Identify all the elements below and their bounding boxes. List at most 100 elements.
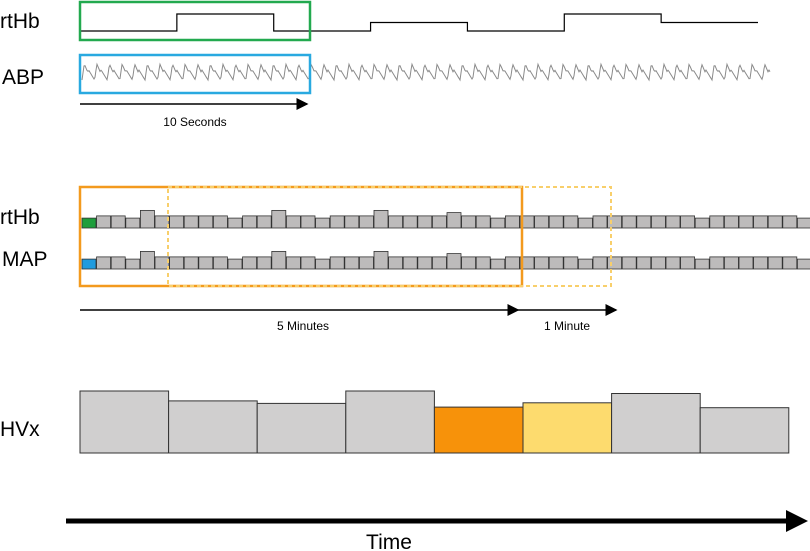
map-bar (490, 258, 506, 270)
rthb-bar (504, 215, 520, 229)
hvx-label: HVx (0, 418, 40, 441)
rthb-bar (300, 215, 316, 229)
rthb-bar (519, 215, 535, 229)
map-bar (621, 256, 637, 270)
map-bar (738, 256, 754, 270)
map-bar (446, 253, 462, 270)
ten-seconds-label: 10 Seconds (163, 115, 226, 129)
rthb-bar (169, 215, 185, 229)
rthb-bar (767, 215, 783, 229)
rthb-bar (782, 215, 798, 229)
rthb-bar (607, 215, 622, 229)
rthb-step-trace (80, 13, 758, 32)
map-bar (651, 256, 666, 270)
map-bar (563, 256, 579, 270)
map-bar (636, 256, 652, 270)
map-bar (592, 256, 608, 270)
rthb-bar (431, 215, 447, 229)
hvx-bar (522, 402, 613, 454)
map-bar (169, 256, 185, 270)
rthb-bar (125, 217, 141, 229)
map-bar (724, 256, 739, 270)
time-label: Time (366, 531, 412, 551)
rthb-bar (358, 215, 374, 229)
rthb-bar (256, 215, 272, 229)
map-bar (139, 250, 155, 270)
rthb-bar (592, 215, 608, 229)
rthb-bars (81, 209, 810, 229)
rthb-bar (271, 209, 287, 229)
rthb-bar (446, 212, 462, 229)
rthb-bar (402, 215, 418, 229)
one-minute-label: 1 Minute (544, 319, 590, 333)
map-bar (534, 256, 549, 270)
map-bar (227, 258, 243, 270)
hvx-bar (79, 390, 170, 454)
rthb-bar (139, 209, 155, 229)
map-bar (753, 256, 768, 270)
map-bar (402, 256, 418, 270)
hvx-bar (699, 407, 790, 454)
rthb-bar (475, 215, 491, 229)
rthb-bar (548, 215, 564, 229)
map-bar (154, 256, 170, 270)
map-label: MAP (2, 248, 48, 271)
rthb-bar (797, 217, 810, 229)
rthb-bar (227, 217, 243, 229)
five-minutes-label: 5 Minutes (277, 319, 329, 333)
rthb-bar (578, 217, 593, 229)
abp-label: ABP (2, 66, 44, 89)
rthb-bar (154, 215, 170, 229)
rthb-bar (315, 217, 331, 229)
rthb-bar (110, 215, 126, 229)
map-bar (358, 256, 374, 270)
rthb-bar (198, 215, 214, 229)
map-bar (242, 256, 258, 270)
map-bar (271, 250, 287, 270)
map-bar (519, 256, 535, 270)
rthb-bar (621, 215, 637, 229)
rthb-top-label: rtHb (0, 10, 40, 33)
map-bar (797, 258, 810, 270)
map-bar (431, 256, 447, 270)
rthb-bar (651, 215, 666, 229)
map-bar (461, 256, 477, 270)
map-bar (344, 256, 360, 270)
map-bar (388, 256, 404, 270)
map-bar (96, 256, 111, 270)
map-bar (373, 250, 389, 270)
map-bar (110, 256, 126, 270)
map-bar (548, 256, 564, 270)
map-bar (81, 258, 97, 270)
rthb-bar (709, 215, 725, 229)
rthb-bar (636, 215, 652, 229)
map-bar (767, 256, 783, 270)
map-bar (475, 256, 491, 270)
rthb-bar (388, 215, 404, 229)
rthb-mid-label: rtHb (0, 206, 40, 229)
map-bar (256, 256, 272, 270)
hvx-bar (256, 402, 347, 454)
hvx-bar (345, 390, 435, 454)
hvx-bar (168, 400, 258, 454)
rthb-bar (680, 215, 695, 229)
map-bar (183, 256, 199, 270)
five-minute-window-box (78, 185, 524, 288)
rthb-bar (212, 215, 228, 229)
abp-waveform (81, 62, 771, 82)
rthb-bar (183, 215, 199, 229)
map-bar (782, 256, 798, 270)
rthb-bar (417, 215, 433, 229)
map-bar (694, 258, 710, 270)
map-bar (607, 256, 622, 270)
map-bar (300, 256, 316, 270)
rthb-bar (242, 215, 258, 229)
rthb-bar (534, 215, 549, 229)
rthb-window-box (78, 0, 312, 42)
rthb-bar (665, 215, 681, 229)
hvx-bars (79, 390, 790, 454)
sliding-window-box (167, 186, 612, 287)
rthb-bar (81, 217, 97, 229)
time-arrow-head (786, 510, 808, 532)
